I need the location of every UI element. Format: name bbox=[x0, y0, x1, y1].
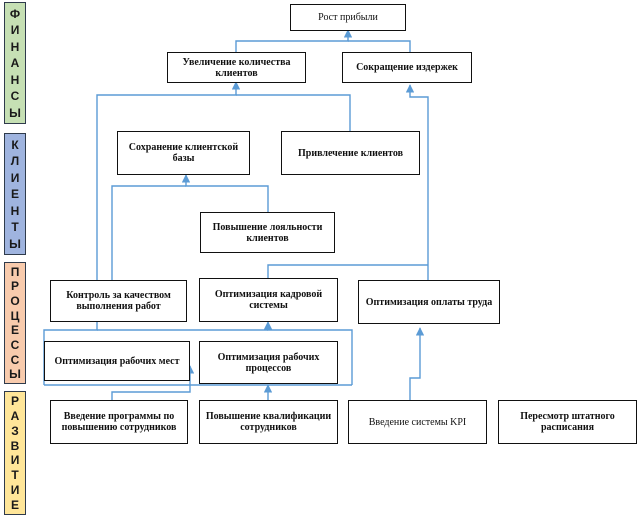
band-letter: А bbox=[10, 408, 20, 423]
band-letter: Р bbox=[10, 279, 19, 294]
band-letter: И bbox=[10, 483, 20, 498]
band-letter: Ц bbox=[10, 308, 20, 323]
band-letter: Ы bbox=[9, 236, 21, 251]
edge-program-to-workplace bbox=[111, 365, 195, 400]
node-kpi: Введение системы KPI bbox=[348, 400, 487, 444]
band-letter: Н bbox=[10, 203, 20, 218]
band-letter: Р bbox=[10, 393, 19, 408]
node-loyalty: Повышение лояльности клиентов bbox=[200, 212, 335, 253]
band-letter: Е bbox=[10, 498, 19, 512]
band-letter: В bbox=[10, 438, 20, 453]
node-client-retention: Сохранение клиентской базы bbox=[117, 131, 250, 175]
edge-client-growth-to-profit bbox=[235, 29, 353, 52]
band-letter: Т bbox=[11, 468, 19, 483]
node-workplace-optimization: Оптимизация рабочих мест bbox=[44, 341, 190, 381]
band-letter: Л bbox=[10, 154, 20, 168]
band-letter: С bbox=[10, 89, 20, 103]
band-letter: С bbox=[10, 352, 20, 367]
edge-cost-to-profit bbox=[348, 40, 411, 52]
band-letter: Н bbox=[10, 72, 20, 87]
edge-loyalty-to-retention bbox=[181, 174, 269, 212]
node-quality-control: Контроль за качеством выполнения работ bbox=[50, 280, 187, 322]
band-letter: Ф bbox=[9, 6, 21, 21]
band-letter: О bbox=[10, 293, 20, 308]
edge-kpi-to-pay bbox=[409, 327, 425, 400]
band-letter: З bbox=[11, 423, 19, 438]
node-staffing: Пересмотр штатного расписания bbox=[498, 400, 637, 444]
band-letter: А bbox=[10, 56, 20, 70]
band-letter: Ы bbox=[9, 105, 21, 120]
edge-retention-to-client-growth bbox=[96, 81, 241, 280]
edge-quality-to-retention bbox=[111, 185, 186, 280]
band-letter: Н bbox=[10, 39, 20, 54]
node-qualification: Повышение квалификации сотрудников bbox=[199, 400, 338, 444]
band-letter: П bbox=[10, 264, 20, 279]
band-letter: С bbox=[10, 337, 20, 352]
band-letter: Е bbox=[10, 323, 19, 338]
band-letter: Е bbox=[10, 187, 19, 201]
node-client-attraction: Привлечение клиентов bbox=[281, 131, 420, 175]
node-pay-optimization: Оптимизация оплаты труда bbox=[358, 280, 500, 324]
node-staff-program: Введение программы по повышению сотрудни… bbox=[50, 400, 188, 444]
band-letter: Ы bbox=[9, 367, 21, 382]
node-client-growth: Увеличение количества клиентов bbox=[167, 52, 306, 83]
node-profit-growth: Рост прибыли bbox=[290, 4, 406, 31]
band-letter: Т bbox=[11, 220, 19, 234]
edge-attraction-to-client-growth bbox=[236, 94, 351, 131]
band-letter: И bbox=[10, 170, 20, 185]
node-hr-optimization: Оптимизация кадровой системы bbox=[199, 278, 338, 322]
node-process-optimization: Оптимизация рабочих процессов bbox=[199, 341, 338, 384]
node-cost-reduction: Сокращение издержек bbox=[342, 52, 472, 83]
band-letter: К bbox=[11, 137, 19, 152]
edge-process-up bbox=[263, 321, 353, 385]
edge-hr-to-cost bbox=[267, 264, 428, 278]
band-letter: И bbox=[10, 23, 20, 37]
band-letter: И bbox=[10, 453, 20, 468]
edge-processes-to-cost bbox=[405, 84, 429, 280]
